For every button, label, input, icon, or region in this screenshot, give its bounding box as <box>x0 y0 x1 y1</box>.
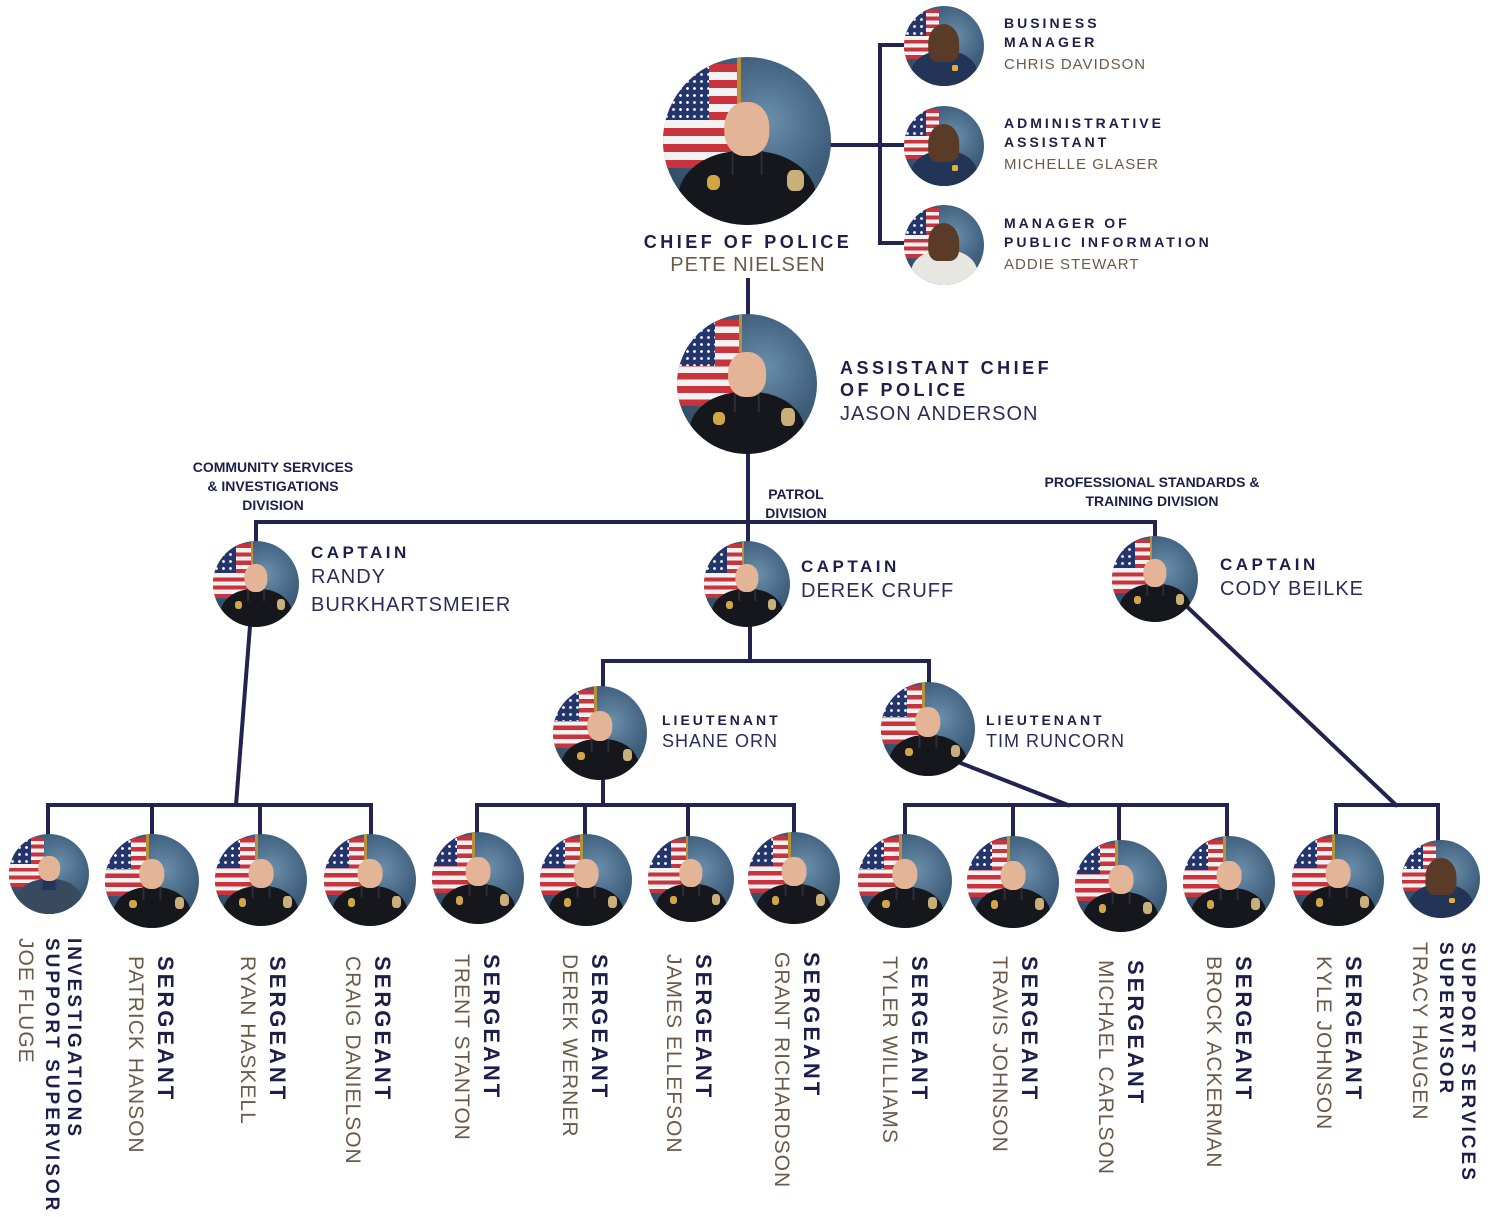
sergeant-label-10: SERGEANT TRAVIS JOHNSON <box>988 956 1042 1153</box>
chief-role: CHIEF OF POLICE <box>643 232 853 252</box>
staff-portrait-1 <box>904 6 984 86</box>
staff-label-2: ADMINISTRATIVE ASSISTANT MICHELLE GLASER <box>1004 115 1164 173</box>
lieutenant-label-1: LIEUTENANT SHANE ORN <box>662 712 781 751</box>
staff-label-1: BUSINESS MANAGER CHRIS DAVIDSON <box>1004 15 1147 73</box>
assistant-chief-label: ASSISTANT CHIEF OF POLICE JASON ANDERSON <box>840 358 1053 425</box>
sergeant-portrait-4 <box>324 834 416 926</box>
division-title-community: COMMUNITY SERVICES & INVESTIGATIONS DIVI… <box>192 459 354 513</box>
connector-captain1-team <box>233 623 253 808</box>
lieutenant-label-2: LIEUTENANT TIM RUNCORN <box>986 712 1125 751</box>
sergeant-portrait-8 <box>748 832 840 924</box>
chief-portrait <box>663 57 831 225</box>
sergeant-portrait-1 <box>9 834 89 914</box>
connector-captain3-team <box>1177 597 1399 808</box>
sergeant-portrait-11 <box>1075 840 1167 932</box>
division-title-professional: PROFESSIONAL STANDARDS & TRAINING DIVISI… <box>1044 474 1260 509</box>
captain-portrait-1 <box>213 541 299 627</box>
division-title-patrol: PATROL DIVISION <box>765 486 827 521</box>
captain-label-1: CAPTAIN RANDY BURKHARTSMEIER <box>311 543 512 616</box>
staff-portrait-2 <box>904 106 984 186</box>
staff-portrait-3 <box>904 205 984 285</box>
sergeant-portrait-2 <box>105 834 199 928</box>
lieutenant-portrait-2 <box>881 682 975 776</box>
sergeant-portrait-12 <box>1183 836 1275 928</box>
sergeant-portrait-3 <box>215 834 307 926</box>
staff-label-3: MANAGER OF PUBLIC INFORMATION ADDIE STEW… <box>1004 215 1212 273</box>
sergeant-label-5: SERGEANT TRENT STANTON <box>450 954 504 1141</box>
sergeant-portrait-10 <box>967 836 1059 928</box>
sergeant-label-2: SERGEANT PATRICK HANSON <box>124 956 178 1154</box>
sergeant-label-12: SERGEANT BROCK ACKERMAN <box>1202 956 1256 1169</box>
captain-portrait-2 <box>704 541 790 627</box>
chief-name: PETE NIELSEN <box>670 254 826 276</box>
lieutenant-portrait-1 <box>553 686 647 780</box>
chief-label: CHIEF OF POLICE PETE NIELSEN <box>620 232 876 277</box>
sergeant-label-7: SERGEANT JAMES ELLEFSON <box>662 954 716 1154</box>
sergeant-label-14: SUPPORT SERVICES SUPERVISOR TRACY HAUGEN <box>1408 942 1478 1183</box>
captain-portrait-3 <box>1112 536 1198 622</box>
captain-label-2: CAPTAIN DEREK CRUFF <box>801 557 955 602</box>
sergeant-label-11: SERGEANT MICHAEL CARLSON <box>1094 960 1148 1175</box>
sergeant-portrait-5 <box>432 832 524 924</box>
sergeant-portrait-9 <box>858 834 952 928</box>
connector-lieutenant2-team <box>955 759 1071 808</box>
sergeant-label-1: INVESTIGATIONS SUPPORT SUPERVISOR JOE FL… <box>14 938 84 1214</box>
sergeant-label-13: SERGEANT KYLE JOHNSON <box>1312 956 1366 1131</box>
sergeant-portrait-14 <box>1402 840 1480 918</box>
sergeant-portrait-6 <box>540 834 632 926</box>
sergeant-label-6: SERGEANT DEREK WERNER <box>558 954 612 1138</box>
assistant-chief-portrait <box>677 314 817 454</box>
sergeant-portrait-13 <box>1292 834 1384 926</box>
sergeant-label-3: SERGEANT RYAN HASKELL <box>236 956 290 1125</box>
captain-label-3: CAPTAIN CODY BEILKE <box>1220 555 1365 600</box>
sergeant-label-4: SERGEANT CRAIG DANIELSON <box>341 956 395 1165</box>
sergeant-label-8: SERGEANT GRANT RICHARDSON <box>770 952 824 1189</box>
sergeant-label-9: SERGEANT TYLER WILLIAMS <box>878 956 932 1144</box>
sergeant-portrait-7 <box>648 836 734 922</box>
